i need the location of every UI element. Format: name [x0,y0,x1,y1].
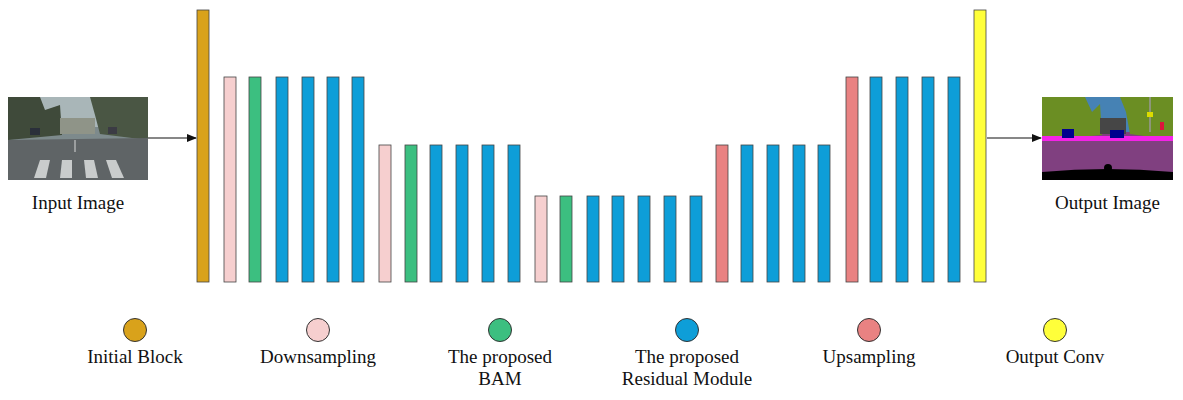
legend-swatch [857,318,881,342]
legend-label: Downsampling [243,346,393,368]
legend-swatch [675,318,699,342]
input-arrow [148,137,196,138]
input-photo [8,97,148,180]
image-node: Output Image [1042,97,1173,180]
image-node: Input Image [8,97,148,180]
legend-swatch [306,318,330,342]
legend-swatch [1043,318,1067,342]
output-segmentation [1042,97,1173,180]
image-caption: Output Image [1042,192,1173,214]
image-caption: Input Image [8,192,148,214]
legend-label: Upsampling [794,346,944,368]
legend-label: Output Conv [980,346,1130,368]
legend-label: The proposed BAM [438,346,563,390]
layer-bars [197,10,986,282]
legend-swatch [123,318,147,342]
legend-swatch [488,318,512,342]
legend-label: The proposed Residual Module [612,346,762,390]
output-arrow [987,137,1041,138]
legend-label: Initial Block [60,346,210,368]
